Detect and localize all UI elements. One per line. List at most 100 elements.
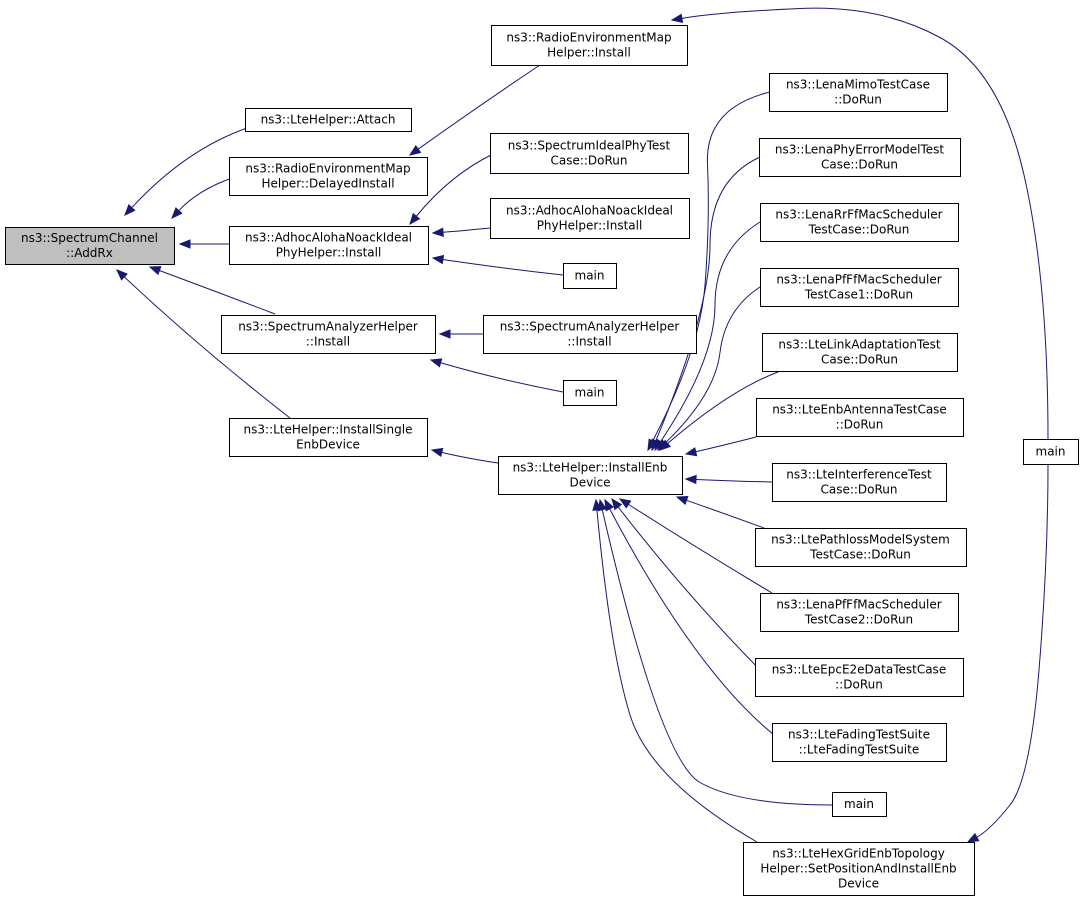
node-addrx[interactable]: ns3::SpectrumChannel::AddRx [5,227,175,265]
edge-main2-to-specAnalyzer [429,358,564,393]
arrowhead-icon [611,497,623,511]
edge-lenaPf1-to-installEnb [657,286,761,451]
node-label: Case::DoRun [820,483,897,497]
node-label: ns3::SpectrumChannel [21,231,158,245]
edge-line [596,509,758,843]
node-label: main [575,269,605,283]
node-label: ::DoRun [834,93,882,107]
node-label: Helper::SetPositionAndInstallEnb [760,862,956,876]
node-main2[interactable]: main [563,380,617,406]
node-box [762,333,958,372]
node-box [772,463,947,502]
edge-line [667,371,779,444]
node-label: main [575,386,605,400]
node-mainRight[interactable]: main [1023,439,1079,465]
edge-lteFading-to-installEnb [604,498,784,743]
node-label: ns3::AdhocAlohaNoackIdeal [245,231,412,245]
edge-installSingle-to-addrx [116,269,291,419]
arrowhead-icon [438,329,451,339]
node-box [759,138,961,177]
node-main1[interactable]: main [563,263,617,289]
edge-line [415,153,494,217]
node-specAnalyzer2[interactable]: ns3::SpectrumAnalyzerHelper::Install [483,315,697,354]
edge-line [660,221,761,442]
node-specAnalyzer[interactable]: ns3::SpectrumAnalyzerHelper::Install [221,315,436,354]
arrowhead-icon [658,439,672,451]
arrowhead-icon [124,204,136,216]
edge-line [441,451,499,464]
node-attach[interactable]: ns3::LteHelper::Attach [245,108,412,132]
edges-layer [116,7,1049,843]
node-label: TestCase2::DoRun [804,613,913,627]
node-label: ns3::LenaRrFfMacScheduler [775,208,942,222]
node-adhocPhy[interactable]: ns3::AdhocAlohaNoackIdealPhyHelper::Inst… [229,226,429,265]
arrowhead-icon [684,474,697,485]
edge-line [681,7,1049,440]
node-remDelayed[interactable]: ns3::RadioEnvironmentMapHelper::DelayedI… [229,157,428,196]
node-label: ns3::LenaPhyErrorModelTest [775,143,945,157]
arrowhead-icon [431,254,445,265]
edge-line [655,156,761,441]
edge-line [695,436,757,453]
node-lteFading[interactable]: ns3::LteFadingTestSuite::LteFadingTestSu… [772,723,947,762]
node-label: TestCase1::DoRun [804,288,913,302]
node-label: ns3::RadioEnvironmentMap [245,162,410,176]
node-lenaPf1[interactable]: ns3::LenaPfFfMacSchedulerTestCase1::DoRu… [760,268,959,307]
edge-line [442,227,491,233]
node-box [229,226,429,265]
node-hexGrid[interactable]: ns3::LteHexGridEnbTopologyHelper::SetPos… [743,842,975,896]
node-label: Helper::DelayedInstall [261,177,394,191]
node-label: ns3::LenaPfFfMacScheduler [776,273,941,287]
node-label: PhyHelper::Install [276,246,382,260]
node-main3[interactable]: main [832,792,887,817]
edge-adhocPhy-to-addrx [178,239,229,249]
node-label: ::LteFadingTestSuite [799,743,919,757]
node-box [760,268,959,307]
node-box [221,315,436,354]
node-label: ns3::LenaMimoTestCase [786,78,930,92]
node-box [772,723,947,762]
node-lteEnbAntenna[interactable]: ns3::LteEnbAntennaTestCase::DoRun [756,398,964,437]
edge-attach-to-addrx [124,127,248,216]
node-label: Case::DoRun [821,158,898,172]
node-label: ns3::LteEpcE2eDataTestCase [772,663,946,677]
node-lenaMimo[interactable]: ns3::LenaMimoTestCase::DoRun [769,73,948,112]
edge-line [652,91,771,442]
arrowhead-icon [171,207,183,219]
node-label: PhyHelper::Install [537,219,643,233]
edge-line [976,464,1049,838]
edge-line [628,503,773,594]
edge-adhocInstall2-to-adhocPhy [431,227,491,238]
node-label: ns3::LteHelper::InstallSingle [244,423,413,437]
node-box [245,108,412,132]
node-label: Device [838,877,879,891]
edge-line [442,258,564,276]
node-lenaPf2[interactable]: ns3::LenaPfFfMacSchedulerTestCase2::DoRu… [760,593,959,632]
edge-remDelayed-to-addrx [171,177,233,219]
node-box [755,528,967,567]
node-label: ns3::LteLinkAdaptationTest [778,338,940,352]
node-lteEpc[interactable]: ns3::LteEpcE2eDataTestCase::DoRun [755,658,964,697]
node-ltePathloss[interactable]: ns3::LtePathlossModelSystemTestCase::DoR… [755,528,967,567]
node-label: Helper::Install [547,46,631,60]
node-box [769,73,948,112]
node-label: ns3::LteHexGridEnbTopology [772,847,945,861]
arrowhead-icon [618,498,632,509]
edge-mainRight-to-remInstall [670,7,1049,440]
node-label: ::DoRun [835,678,883,692]
node-adhocInstall2[interactable]: ns3::AdhocAlohaNoackIdealPhyHelper::Inst… [490,198,690,239]
edge-line [123,276,291,419]
arrowhead-icon [429,358,443,368]
node-label: ns3::LenaPfFfMacScheduler [776,598,941,612]
node-label: ns3::LteHelper::InstallEnb [513,461,668,475]
edge-line [601,509,833,806]
edge-mainRight-to-hexGrid [966,464,1049,843]
